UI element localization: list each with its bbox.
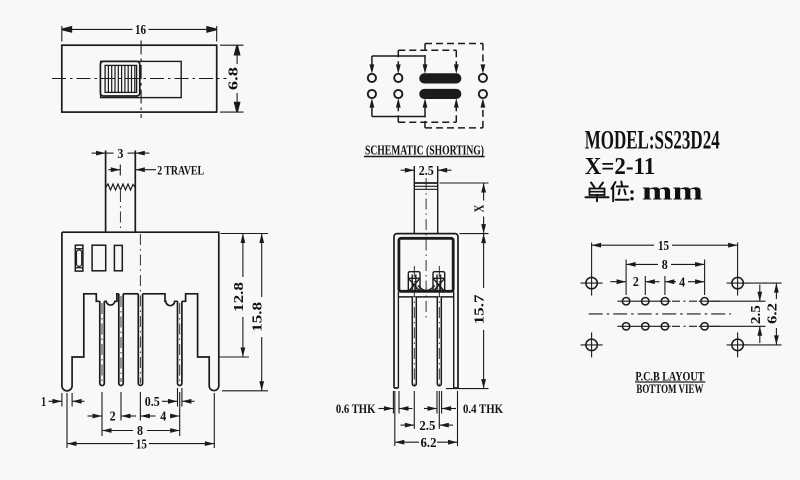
svg-text:8: 8 xyxy=(662,258,668,273)
svg-text:6.2: 6.2 xyxy=(421,436,437,451)
svg-text:16: 16 xyxy=(135,23,146,38)
svg-text:0.5: 0.5 xyxy=(145,395,160,410)
svg-text:2: 2 xyxy=(110,410,116,425)
svg-text:2.5: 2.5 xyxy=(419,419,435,434)
svg-text:8: 8 xyxy=(137,424,143,439)
svg-text:X: X xyxy=(473,205,488,213)
svg-text:2.5: 2.5 xyxy=(749,305,764,324)
svg-text:12.8: 12.8 xyxy=(232,282,247,312)
svg-text:15: 15 xyxy=(658,239,669,254)
svg-text:2 TRAVEL: 2 TRAVEL xyxy=(157,162,204,177)
svg-text:2.5: 2.5 xyxy=(419,164,434,179)
svg-text:4: 4 xyxy=(160,410,166,425)
svg-text:6.2: 6.2 xyxy=(765,303,780,324)
svg-text:15: 15 xyxy=(136,437,147,452)
svg-text:2: 2 xyxy=(633,275,639,290)
svg-text:X=2-11: X=2-11 xyxy=(585,154,656,180)
svg-text:1: 1 xyxy=(41,395,46,410)
svg-text:3: 3 xyxy=(117,147,123,162)
svg-text:BOTTOM VIEW: BOTTOM VIEW xyxy=(636,382,703,396)
svg-text:0.6 THK: 0.6 THK xyxy=(336,401,376,416)
svg-text:SCHEMATIC (SHORTING): SCHEMATIC (SHORTING) xyxy=(365,143,484,158)
svg-text:6.8: 6.8 xyxy=(227,67,242,90)
svg-text:15.7: 15.7 xyxy=(473,294,488,324)
svg-text:0.4 THK: 0.4 THK xyxy=(463,401,504,416)
svg-text:MODEL:SS23D24: MODEL:SS23D24 xyxy=(585,125,720,155)
svg-text:15.8: 15.8 xyxy=(251,302,266,332)
svg-text:P.C.B LAYOUT: P.C.B LAYOUT xyxy=(635,370,705,384)
svg-text:mm: mm xyxy=(642,177,703,206)
svg-text:4: 4 xyxy=(679,275,685,290)
